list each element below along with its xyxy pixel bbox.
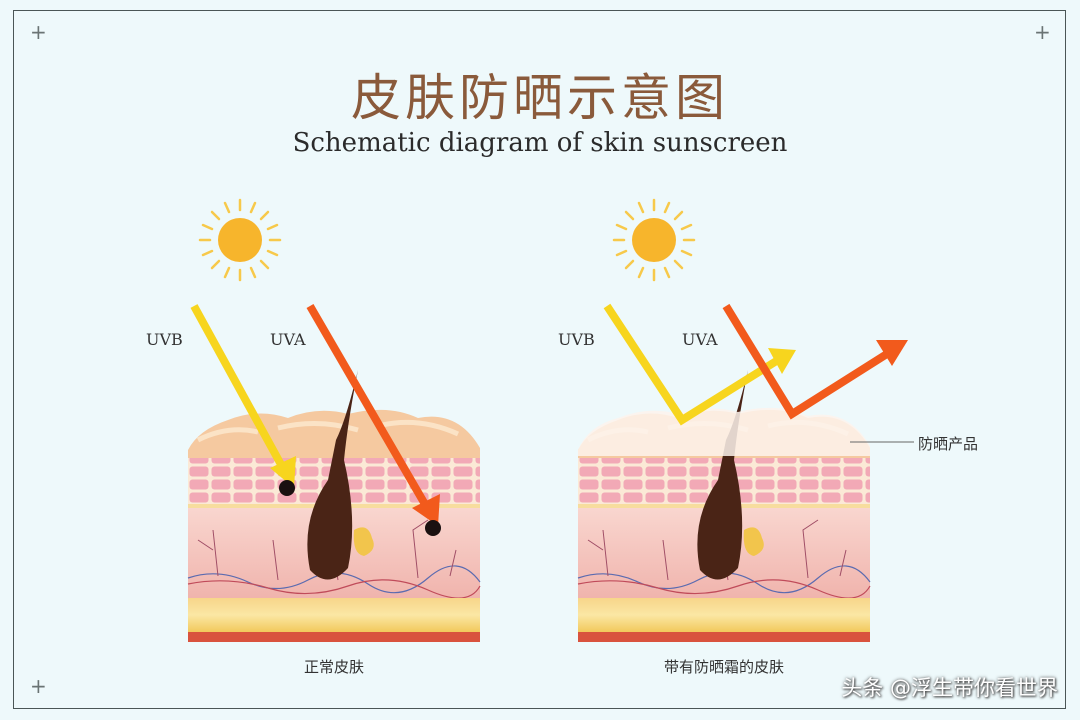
watermark: 头条 @浮生带你看世界 [841, 676, 1058, 700]
corner-plus-icon: + [30, 20, 47, 44]
uva-label-right: UVA [682, 330, 718, 349]
sun-icon [612, 198, 696, 282]
uva-arrow-reflected [722, 303, 908, 420]
uvb-label-right: UVB [558, 330, 595, 349]
normal-skin-caption: 正常皮肤 [303, 658, 365, 676]
sunscreen-skin-cross-section [578, 370, 870, 642]
uvb-arrow-left [190, 304, 296, 496]
uvb-label-left: UVB [146, 330, 183, 349]
corner-plus-icon: + [1034, 20, 1051, 44]
sunscreen-skin-caption: 带有防晒霜的皮肤 [663, 658, 785, 676]
page-subtitle: Schematic diagram of skin sunscreen [292, 128, 788, 158]
page-title: 皮肤防晒示意图 [351, 69, 729, 127]
sunscreen-label: 防晒产品 [918, 435, 979, 453]
uvb-arrow-reflected [603, 303, 796, 426]
diagram-frame [13, 10, 1066, 709]
uva-arrow-left [306, 303, 441, 536]
sun-icon [198, 198, 282, 282]
uva-label-left: UVA [270, 330, 306, 349]
corner-plus-icon: + [30, 674, 47, 698]
